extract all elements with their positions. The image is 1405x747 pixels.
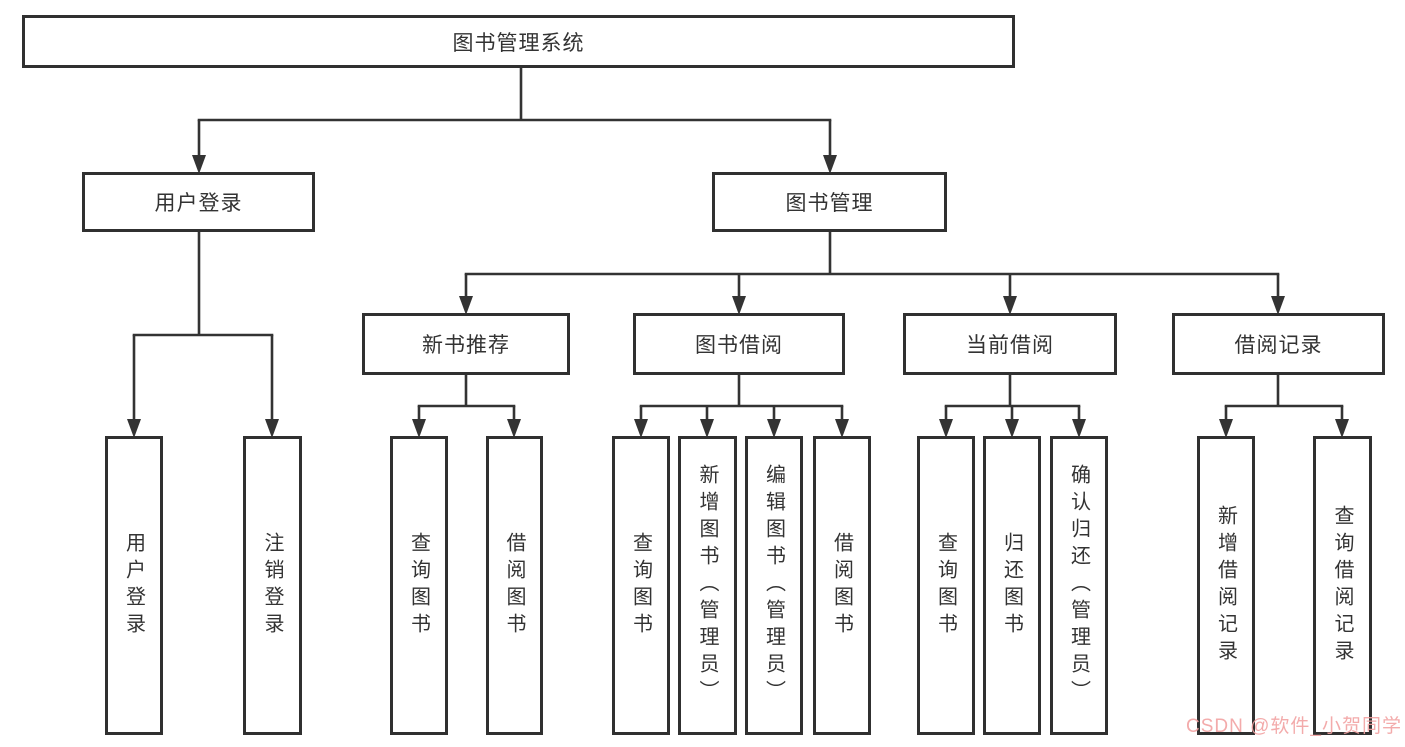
node-current-borrowing: 当前借阅 bbox=[903, 313, 1117, 375]
node-leaf-query-borrow-record: 查询借阅记录 bbox=[1313, 436, 1372, 735]
node-leaf-borrow-query-books: 查询图书 bbox=[612, 436, 670, 735]
node-leaf-return-books: 归还图书 bbox=[983, 436, 1041, 735]
node-leaf-recommend-query-books: 查询图书 bbox=[390, 436, 448, 735]
node-leaf-confirm-return-admin: 确认归还（管理员） bbox=[1050, 436, 1108, 735]
node-leaf-add-borrow-record: 新增借阅记录 bbox=[1197, 436, 1255, 735]
node-root-system: 图书管理系统 bbox=[22, 15, 1015, 68]
watermark: CSDN @软件_小贺同学 bbox=[1186, 716, 1402, 737]
node-new-book-recommend: 新书推荐 bbox=[362, 313, 570, 375]
node-leaf-add-books-admin: 新增图书（管理员） bbox=[678, 436, 737, 735]
node-book-borrowing: 图书借阅 bbox=[633, 313, 845, 375]
node-book-management: 图书管理 bbox=[712, 172, 947, 232]
node-leaf-current-query-books: 查询图书 bbox=[917, 436, 975, 735]
node-leaf-recommend-borrow-books: 借阅图书 bbox=[486, 436, 543, 735]
node-user-login: 用户登录 bbox=[82, 172, 315, 232]
node-leaf-user-login: 用户登录 bbox=[105, 436, 163, 735]
node-borrowing-records: 借阅记录 bbox=[1172, 313, 1385, 375]
node-leaf-logout: 注销登录 bbox=[243, 436, 302, 735]
node-leaf-edit-books-admin: 编辑图书（管理员） bbox=[745, 436, 803, 735]
node-leaf-borrow-books: 借阅图书 bbox=[813, 436, 871, 735]
